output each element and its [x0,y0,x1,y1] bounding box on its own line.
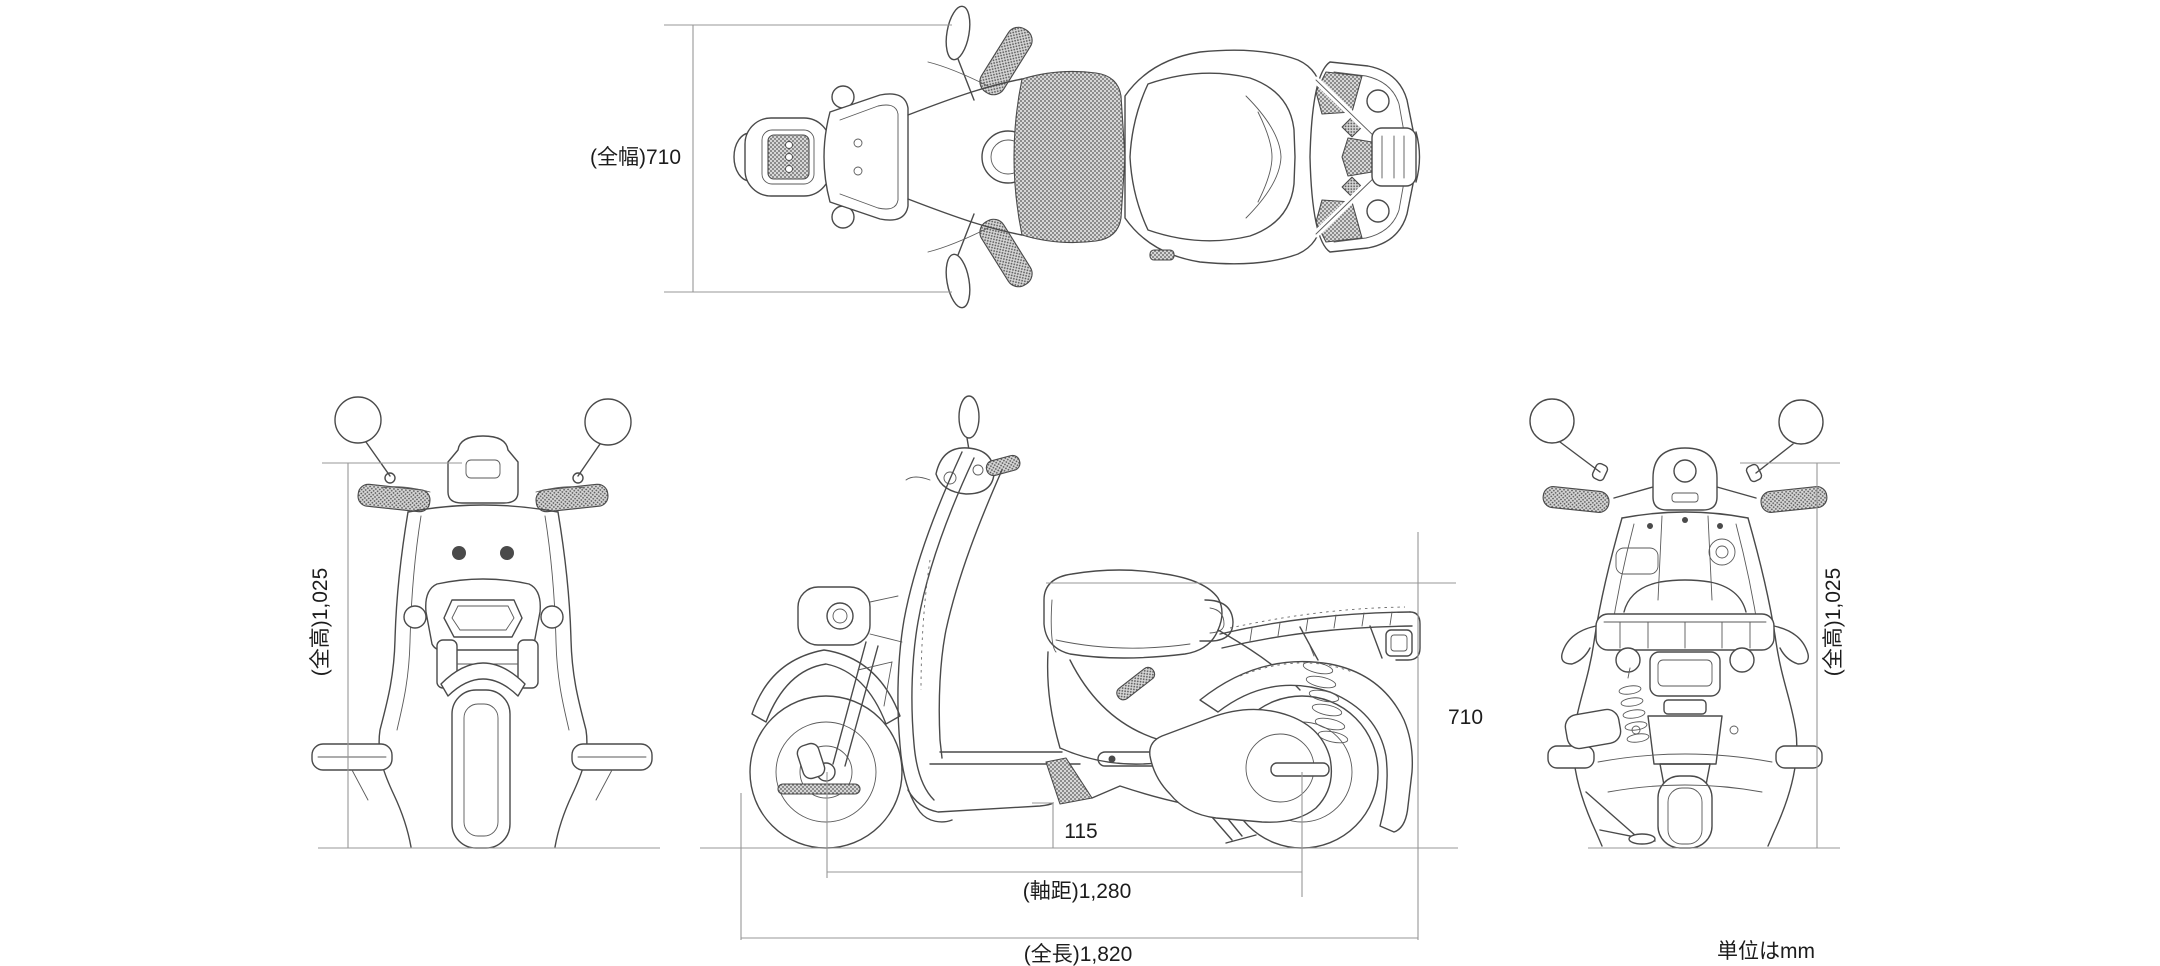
mirror-left-icon [1529,398,1575,444]
mirror-left-icon [945,5,971,61]
handlebar-cover [447,435,519,504]
license-plate-light [1663,699,1707,715]
dim-label-overall-width: (全幅)710 [590,146,681,169]
tail-light [1385,629,1413,657]
top-view [733,5,1421,309]
grab-handle [1199,599,1234,642]
grip-left [1542,486,1610,513]
seat [1043,569,1223,659]
floor-rail-left [1547,745,1595,769]
front-fender [440,662,526,697]
front-wheel [451,689,511,849]
floorboard [1013,70,1126,244]
seat-top-view [1129,72,1296,242]
dim-label-wheelbase: (軸距)1,280 [1023,880,1132,903]
signal-left-icon [403,605,427,629]
dimension-labels: (全幅)710 (全高)1,025 (全高)1,025 710 115 (軸距)… [309,146,1845,966]
rear-hub [1270,762,1330,777]
brake-caliper [796,742,826,780]
body-vent-left [452,546,466,560]
dim-label-overall-height-front: (全高)1,025 [309,568,332,677]
headlight-lens [826,602,854,630]
grip-right [535,483,609,513]
mirror-right-icon [1778,399,1824,445]
headlight-lens [443,599,523,638]
motor-case [1149,708,1333,823]
handlebar-cluster [935,447,995,495]
tail-light [1649,651,1721,697]
grip-right [1760,486,1828,513]
body-vent-right [500,546,514,560]
mirror-left-icon [334,396,382,444]
mirror-icon [958,395,980,439]
dim-label-ground-clearance: 115 [1064,820,1097,843]
leg-shield-front-edge [897,451,963,823]
mirror-right-icon [945,253,971,309]
side-view [749,395,1421,849]
handlebar-grip-right [979,218,1033,288]
underbody-unit [1564,708,1622,750]
rear-wheel [1657,775,1713,849]
handlebar-grip-left [979,26,1033,96]
front-cowl-top [407,504,559,513]
dim-label-seat-height: 710 [1448,706,1483,729]
rear-fender-panel [1647,715,1723,765]
rear-body [1621,511,1749,519]
dimension-lines [318,24,1840,940]
rear-shock-spring [1302,645,1349,744]
body-vent [1116,666,1156,701]
signal-right-icon [540,605,564,629]
rear-rack [1219,611,1413,649]
dim-label-overall-height-rear: (全高)1,025 [1822,568,1845,677]
rear-view [1529,398,1828,849]
dim-line-ground-clearance [1032,802,1054,848]
unit-note: 単位はmm [1717,940,1815,963]
mirror-right-icon [584,398,632,446]
front-view [311,396,653,849]
grip-left [357,483,431,513]
signal-left-icon [1615,647,1641,673]
signal-right-icon [1729,647,1755,673]
seat [1623,579,1747,613]
brake-anchor [777,783,861,795]
rear-shock-spring [1618,667,1650,743]
floor-rail-right [1775,745,1823,769]
under-skirt [1045,757,1093,805]
dim-label-overall-length: (全長)1,820 [1024,943,1133,966]
front-fender [751,649,901,725]
front-cover [823,93,909,221]
